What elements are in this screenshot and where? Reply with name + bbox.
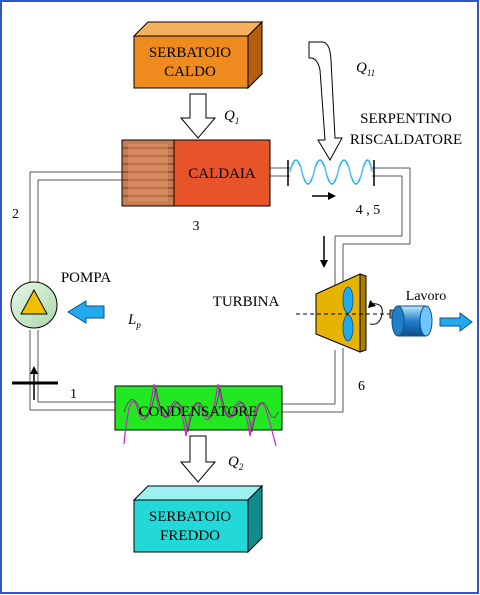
cold-reservoir-line1: SERBATOIO (149, 509, 231, 525)
flow-arrow-up-head (30, 366, 38, 374)
generator (389, 305, 433, 337)
reheater-label-line2: RISCALDATORE (350, 132, 462, 148)
hot-reservoir-line2: CALDO (164, 64, 216, 80)
state-point-6: 6 (358, 379, 365, 394)
lp-arrow (67, 300, 105, 324)
state-point-3: 3 (193, 219, 200, 234)
condenser: CONDENSATORE (114, 383, 283, 447)
state-point-2: 2 (12, 207, 19, 222)
pump (10, 281, 58, 329)
cold-reservoir-line2: FREDDO (160, 528, 220, 544)
turbine (296, 273, 390, 353)
q1-arrow (179, 93, 217, 139)
pump-label: POMPA (61, 270, 111, 286)
flow-arrow-right-head (328, 192, 336, 200)
q2-label: Q2 (228, 454, 244, 472)
reheater-coil (287, 159, 375, 186)
lp-label: Lp (127, 312, 141, 330)
work-label: Lavoro (406, 289, 446, 304)
boiler: CALDAIA (121, 139, 271, 207)
q2-arrow (179, 435, 217, 483)
boiler-firebox (121, 139, 175, 207)
q1-label: Q1 (224, 108, 239, 126)
cold-reservoir: SERBATOIO FREDDO (132, 484, 264, 554)
q11-arrow (308, 41, 343, 162)
boiler-tubes (122, 147, 174, 197)
boiler-label: CALDAIA (188, 166, 256, 182)
condenser-label: CONDENSATORE (139, 404, 258, 420)
turbine-label: TURBINA (213, 294, 280, 310)
state-point-4-5: 4 , 5 (356, 203, 381, 218)
reheater-label-line1: SERPENTINO (360, 111, 452, 127)
hot-reservoir-line1: SERBATOIO (149, 45, 231, 61)
hot-reservoir: SERBATOIO CALDO (132, 20, 264, 90)
flow-arrow-down-head (320, 260, 328, 268)
q11-label: Q11 (356, 60, 375, 78)
pipe-network (29, 167, 411, 413)
state-point-1: 1 (70, 387, 77, 402)
work-arrow (439, 312, 473, 332)
